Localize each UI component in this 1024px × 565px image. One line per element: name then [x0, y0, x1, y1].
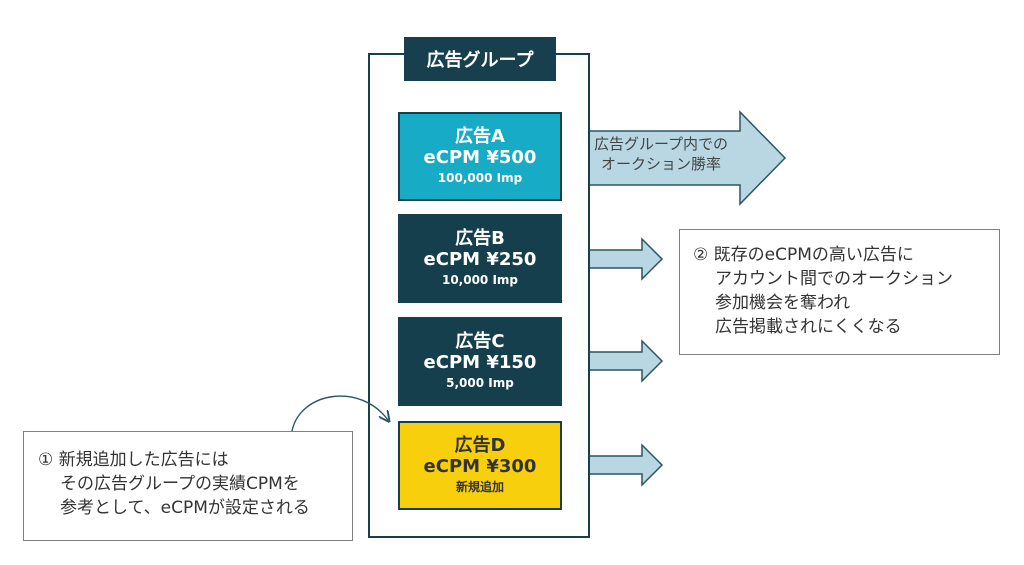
- ad-box-a: 広告A eCPM ¥500 100,000 Imp: [398, 112, 562, 201]
- ad-box-b: 広告B eCPM ¥250 10,000 Imp: [398, 214, 562, 303]
- ad-a-name: 広告A: [455, 126, 505, 148]
- ad-d-detail: 新規追加: [455, 479, 504, 494]
- ad-b-ecpm: eCPM ¥250: [423, 249, 537, 271]
- ad-box-d: 広告D eCPM ¥300 新規追加: [398, 421, 562, 510]
- note-right-line-4: 広告掲載されにくくなる: [715, 317, 902, 337]
- big-arrow-label: 広告グループ内での オークション勝率: [576, 134, 746, 174]
- ad-b-name: 広告B: [455, 228, 505, 250]
- note-box-right: ② 既存のeCPMの高い広告に アカウント間でのオークション 参加機会を奪われ …: [679, 229, 1000, 355]
- note-right-line-2: アカウント間でのオークション: [715, 269, 953, 289]
- ad-b-imp: 10,000 Imp: [441, 272, 519, 287]
- big-arrow-label-line-1: 広告グループ内での: [593, 135, 729, 153]
- ad-c-name: 広告C: [455, 331, 505, 353]
- ad-group-title: 広告グループ: [404, 37, 556, 81]
- ad-box-c: 広告C eCPM ¥150 5,000 Imp: [398, 317, 562, 406]
- note-box-left: ① 新規追加した広告には その広告グループの実績CPMを 参考として、eCPMが…: [23, 431, 353, 541]
- note-right-line-1: ② 既存のeCPMの高い広告に: [693, 245, 914, 265]
- ad-c-imp: 5,000 Imp: [446, 375, 514, 390]
- note-right-line-3: 参加機会を奪われ: [715, 293, 851, 313]
- ad-d-ecpm: eCPM ¥300: [423, 456, 537, 478]
- note-left-line-3: 参考として、eCPMが設定される: [60, 498, 310, 518]
- ad-a-ecpm: eCPM ¥500: [423, 147, 537, 169]
- big-arrow-win-rate: [559, 110, 787, 206]
- note-left-line-2: その広告グループの実績CPMを: [60, 474, 300, 494]
- note-left-line-1: ① 新規追加した広告には: [38, 450, 229, 470]
- ad-a-imp: 100,000 Imp: [437, 170, 523, 185]
- ad-d-name: 広告D: [454, 435, 506, 457]
- ad-c-ecpm: eCPM ¥150: [423, 352, 537, 374]
- big-arrow-label-line-2: オークション勝率: [600, 155, 721, 173]
